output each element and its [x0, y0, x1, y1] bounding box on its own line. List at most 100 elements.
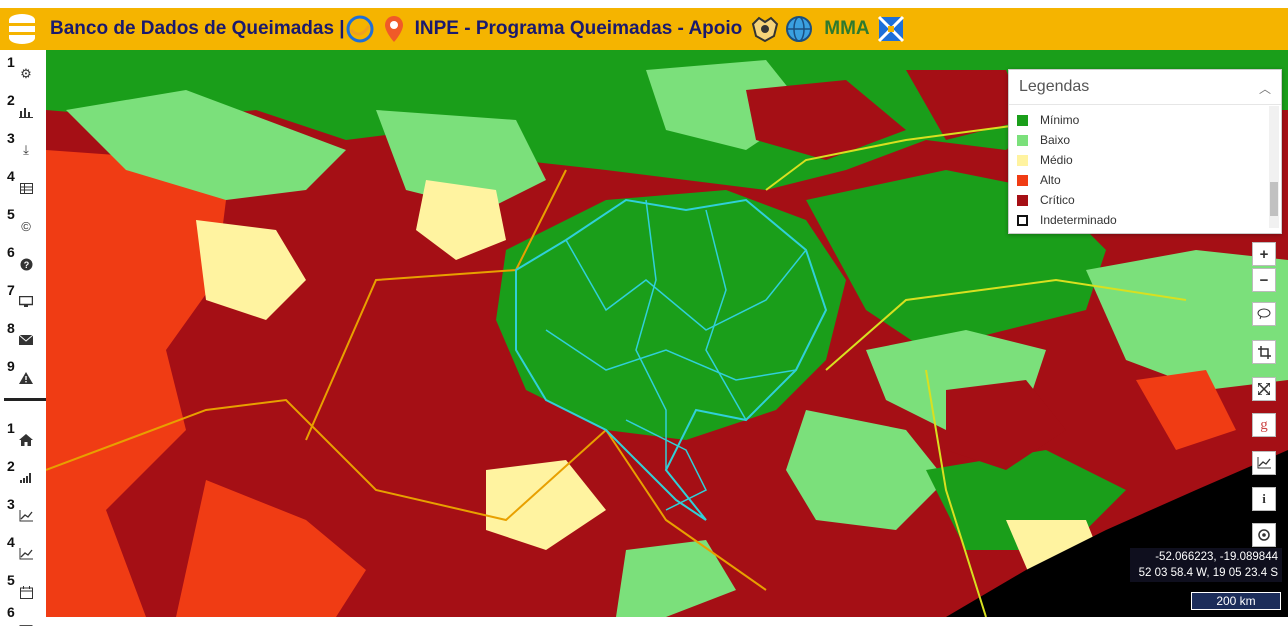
line-chart-icon — [18, 508, 34, 524]
sidebar-item-number: 3 — [7, 496, 15, 512]
legend-label: Crítico — [1040, 193, 1075, 207]
sidebar-item-b2[interactable]: 2 — [0, 454, 46, 492]
legend-scrollbar[interactable] — [1269, 106, 1279, 228]
crop-button[interactable] — [1252, 340, 1276, 364]
map-canvas[interactable] — [46, 50, 1288, 617]
legend-swatch — [1017, 194, 1028, 206]
gears-icon: ⚙ — [20, 66, 32, 81]
sidebar-item-number: 5 — [7, 206, 15, 222]
sidebar-item-number: 8 — [7, 320, 15, 336]
sidebar-item-b4[interactable]: 4 — [0, 530, 46, 568]
sidebar-item-number: 1 — [7, 54, 15, 70]
svg-text:?: ? — [23, 260, 29, 270]
sidebar-item-9[interactable]: 9 — [0, 354, 46, 392]
lasso-button[interactable] — [1252, 302, 1276, 326]
coords-decimal: -52.066223, -19.089844 — [1155, 551, 1278, 563]
database-icon — [9, 14, 35, 44]
scale-label: 200 km — [1216, 594, 1256, 608]
scale-bar: 200 km — [1191, 592, 1281, 610]
chevron-up-icon[interactable]: ︿ — [1258, 82, 1271, 96]
sidebar-item-number: 7 — [7, 282, 15, 298]
app-title: Banco de Dados de Queimadas | — [50, 18, 345, 39]
crosshair-icon — [1258, 529, 1270, 541]
fire-risk-map[interactable] — [46, 50, 1288, 617]
sidebar-item-b1[interactable]: 1 — [0, 416, 46, 454]
sidebar-item-2[interactable]: 2 — [0, 88, 46, 126]
sidebar-item-b6[interactable]: 6 — — [0, 600, 46, 638]
zoom-in-button[interactable]: + — [1252, 242, 1276, 266]
legend-swatch — [1017, 134, 1028, 146]
line-chart-icon — [1257, 457, 1271, 469]
chart-button[interactable] — [1252, 451, 1276, 475]
coords-dms: 52 03 58.4 W, 19 05 23.4 S — [1138, 567, 1278, 579]
legend-label: Mínimo — [1040, 113, 1080, 127]
sidebar-item-8[interactable]: 8 — [0, 316, 46, 354]
sidebar-item-number: 2 — [7, 458, 15, 474]
copyright-icon: © — [21, 218, 31, 234]
legend-item: Alto — [1017, 171, 1061, 189]
legend-header[interactable]: Legendas ︿ — [1009, 70, 1281, 105]
table-icon — [18, 180, 34, 196]
google-button[interactable]: g — [1252, 413, 1276, 437]
fullscreen-button[interactable] — [1252, 377, 1276, 401]
satellite-icon — [876, 14, 906, 44]
inpe-program-title: INPE - Programa Queimadas - Apoio — [414, 18, 743, 39]
calendar-icon — [18, 584, 34, 600]
sidebar-item-number: 6 — [7, 604, 15, 620]
legend-label: Indeterminado — [1040, 213, 1117, 227]
sidebar-item-6[interactable]: 6 ? — [0, 240, 46, 278]
map-pin-icon — [379, 14, 409, 44]
bar-chart-icon — [18, 104, 34, 120]
legend-item: Indeterminado — [1017, 211, 1117, 229]
info-icon: i — [1262, 491, 1266, 506]
mouse-coordinates: -52.066223, -19.089844 52 03 58.4 W, 19 … — [1130, 548, 1282, 582]
google-icon: g — [1260, 416, 1268, 433]
legend-item: Crítico — [1017, 191, 1075, 209]
lasso-icon — [1257, 308, 1271, 320]
sidebar-item-number: 4 — [7, 534, 15, 550]
sidebar-item-number: 4 — [7, 168, 15, 184]
database-button[interactable] — [0, 8, 44, 50]
sidebar-item-7[interactable]: 7 — [0, 278, 46, 316]
sidebar-divider — [4, 398, 46, 401]
legend-panel: Legendas ︿ Mínimo Baixo Médio Alto Críti… — [1008, 69, 1282, 234]
sidebar-item-number: 3 — [7, 130, 15, 146]
sidebar-item-number: 6 — [7, 244, 15, 260]
app-header: Banco de Dados de Queimadas | INPE - Pro… — [0, 8, 1288, 50]
info-button[interactable]: i — [1252, 487, 1276, 511]
mma-label: MMA — [824, 18, 870, 39]
legend-swatch — [1017, 214, 1028, 226]
sidebar-item-5[interactable]: 5 © — [0, 202, 46, 240]
sidebar: 1 ⚙ 2 3 ⤓ 4 5 © 6 ? 7 8 — [0, 50, 46, 632]
legend-scroll-thumb[interactable] — [1270, 182, 1278, 216]
sidebar-item-b5[interactable]: 5 — [0, 568, 46, 606]
expand-icon — [1258, 383, 1270, 395]
legend-item: Mínimo — [1017, 111, 1079, 129]
monitor-icon — [18, 294, 34, 310]
sidebar-item-3[interactable]: 3 ⤓ — [0, 126, 46, 164]
legend-swatch — [1017, 154, 1028, 166]
sidebar-item-1[interactable]: 1 ⚙ — [0, 50, 46, 88]
home-icon — [18, 432, 34, 448]
legend-label: Alto — [1040, 173, 1061, 187]
download-icon: ⤓ — [23, 142, 29, 157]
locate-button[interactable] — [1252, 523, 1276, 547]
sidebar-item-number: 9 — [7, 358, 15, 374]
menu-icon: — — [19, 616, 33, 632]
sidebar-item-4[interactable]: 4 — [0, 164, 46, 202]
legend-label: Baixo — [1040, 133, 1071, 147]
sidebar-item-b3[interactable]: 3 — [0, 492, 46, 530]
legend-swatch — [1017, 174, 1028, 186]
warning-icon — [18, 370, 34, 386]
sidebar-item-number: 5 — [7, 572, 15, 588]
chart-icon — [18, 470, 34, 486]
swirl-logo-icon — [345, 14, 375, 44]
legend-body: Mínimo Baixo Médio Alto Crítico Indeterm… — [1009, 105, 1281, 229]
zoom-out-button[interactable]: − — [1252, 268, 1276, 292]
legend-label: Médio — [1040, 153, 1073, 167]
envelope-icon — [18, 332, 34, 348]
legend-title: Legendas — [1019, 78, 1090, 95]
crop-icon — [1257, 345, 1271, 359]
line-chart-icon — [18, 546, 34, 562]
sidebar-item-number: 2 — [7, 92, 15, 108]
